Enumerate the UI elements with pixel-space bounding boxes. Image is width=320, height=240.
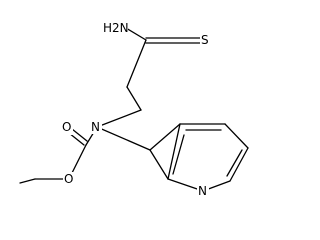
- bond-ch2-ch2: [126, 86, 142, 111]
- ring-bond-6: [167, 123, 181, 180]
- methylene-linker: [96, 123, 181, 180]
- bond-ch2-ch3: [19, 178, 36, 184]
- bond-c-o-double-b: [71, 128, 88, 142]
- ring-bond-2: [224, 123, 249, 149]
- ethylene-chain: [96, 39, 147, 128]
- ring-inner-bond-b: [226, 149, 243, 177]
- ring-inner-bond-c: [172, 134, 185, 175]
- bond-c-nh2: [125, 27, 147, 41]
- pyridine-nitrogen-label: N: [198, 184, 207, 198]
- amine-label: H2N: [103, 21, 129, 35]
- carbonyl-oxygen-label: O: [62, 120, 71, 134]
- bond-ch2-c3: [149, 123, 181, 151]
- ester-oxygen-label: O: [64, 172, 73, 186]
- bond-n-ch2: [96, 126, 151, 151]
- molecule-diagram: H2N S N O O N: [19, 21, 249, 199]
- carbamate-nitrogen-label: N: [91, 120, 100, 134]
- carbamate-group: [19, 126, 98, 184]
- bond-c-ch2-a: [126, 39, 147, 88]
- thioamide-group: [125, 27, 204, 44]
- ring-bond-3: [229, 147, 249, 182]
- thione-sulfur-label: S: [201, 33, 209, 47]
- pyridine-ring: [167, 123, 249, 192]
- atom-labels: H2N S N O O N: [61, 21, 211, 199]
- bond-ch2-n: [96, 109, 142, 128]
- bond-ch2-ring: [149, 149, 169, 180]
